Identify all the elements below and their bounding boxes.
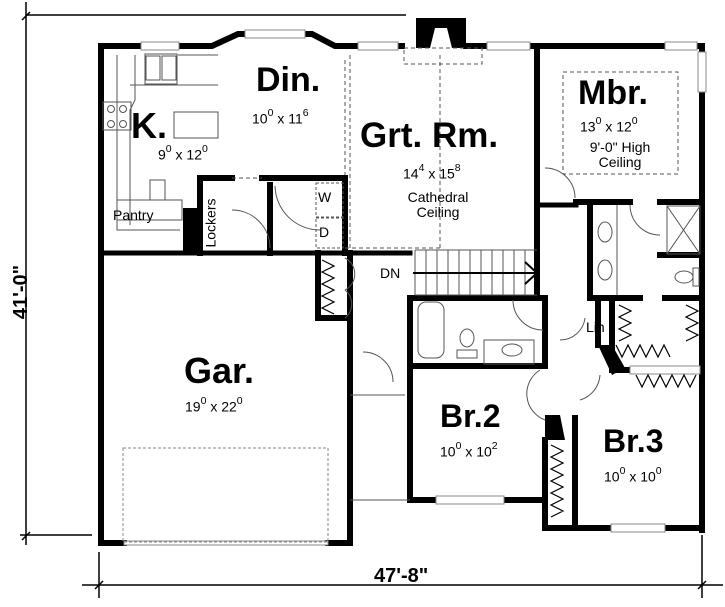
dim-depth-in: 8 <box>454 162 461 175</box>
closet-shelving <box>320 259 700 518</box>
dim-width-ft: 13 <box>580 118 596 135</box>
space-label-lockers: Lockers <box>202 198 219 248</box>
dim-width-in: 0 <box>595 115 602 128</box>
dim-x: x <box>175 146 183 163</box>
dim-width-in: 0 <box>455 440 462 453</box>
room-dims-bedroom-3: 100 x 100 <box>604 465 662 485</box>
dim-depth-in: 0 <box>202 143 208 156</box>
note-line-1: Cathedral <box>407 189 469 205</box>
space-label-pantry: Pantry <box>113 207 154 223</box>
dim-depth-ft: 15 <box>439 165 455 182</box>
dim-width-ft: 10 <box>604 468 620 485</box>
room-name-bedroom-3: Br.3 <box>603 423 664 459</box>
walls <box>98 31 705 546</box>
dim-width-in: 4 <box>418 162 425 175</box>
windows <box>123 29 707 546</box>
room-name-master: Mbr. <box>578 74 648 112</box>
dim-width-ft: 19 <box>185 398 201 415</box>
space-label-washer: W <box>318 189 332 205</box>
dim-depth-ft: 10 <box>640 468 656 485</box>
note-line-2: Ceiling <box>598 154 642 170</box>
space-label-linen: Lin <box>586 319 605 335</box>
dim-depth-ft: 11 <box>288 110 303 127</box>
room-dims-master: 130 x 120 <box>580 115 638 135</box>
dim-depth-in: 0 <box>655 465 662 478</box>
room-name-bedroom-2: Br.2 <box>440 398 501 434</box>
room-note-master: 9'-0" High Ceiling <box>578 140 662 170</box>
room-name-garage: Gar. <box>184 350 255 391</box>
dim-depth-in: 2 <box>491 440 498 453</box>
dim-depth-ft: 12 <box>616 118 632 135</box>
room-name-dining: Din. <box>256 61 321 99</box>
dim-width-in: 0 <box>200 395 207 408</box>
dim-x: x <box>210 398 218 415</box>
dim-x: x <box>465 443 473 460</box>
dim-x: x <box>277 110 285 127</box>
room-name-great-room: Grt. Rm. <box>360 116 499 155</box>
overall-width-label: 47'-8" <box>374 565 429 587</box>
fixtures <box>102 47 701 543</box>
dim-depth-ft: 10 <box>476 443 492 460</box>
dim-depth-in: 0 <box>631 115 638 128</box>
overall-depth-label: 41'-0" <box>10 264 33 320</box>
note-line-1: 9'-0" High <box>589 139 651 155</box>
dim-x: x <box>629 468 637 485</box>
dim-depth-ft: 12 <box>186 146 202 163</box>
stair-arrow <box>413 261 539 285</box>
room-dims-great-room: 144 x 158 <box>403 162 461 182</box>
dim-depth-ft: 22 <box>221 398 237 415</box>
dim-depth-in: 6 <box>302 107 309 120</box>
dim-width-ft: 10 <box>252 110 268 127</box>
space-label-dryer: D <box>319 224 330 240</box>
room-note-great-room: Cathedral Ceiling <box>398 190 478 220</box>
dimension-lines <box>20 2 723 598</box>
room-dims-kitchen: 90 x 120 <box>158 143 208 163</box>
stair-label-down: DN <box>380 265 401 281</box>
dim-width-in: 0 <box>267 107 274 120</box>
dim-width-in: 0 <box>165 143 172 156</box>
dim-x: x <box>605 118 613 135</box>
note-line-2: Ceiling <box>416 204 460 220</box>
dim-width-ft: 10 <box>440 443 456 460</box>
room-dims-garage: 190 x 220 <box>185 395 243 415</box>
dim-depth-in: 0 <box>236 395 243 408</box>
room-dims-bedroom-2: 100 x 102 <box>440 440 498 460</box>
dim-x: x <box>428 165 436 182</box>
dim-width-in: 0 <box>619 465 626 478</box>
room-name-kitchen: K. <box>131 105 167 146</box>
dim-width-ft: 14 <box>403 165 419 182</box>
room-dims-dining: 100 x 116 <box>252 107 309 127</box>
dim-width-ft: 9 <box>158 146 166 163</box>
wall-masses <box>183 18 625 440</box>
